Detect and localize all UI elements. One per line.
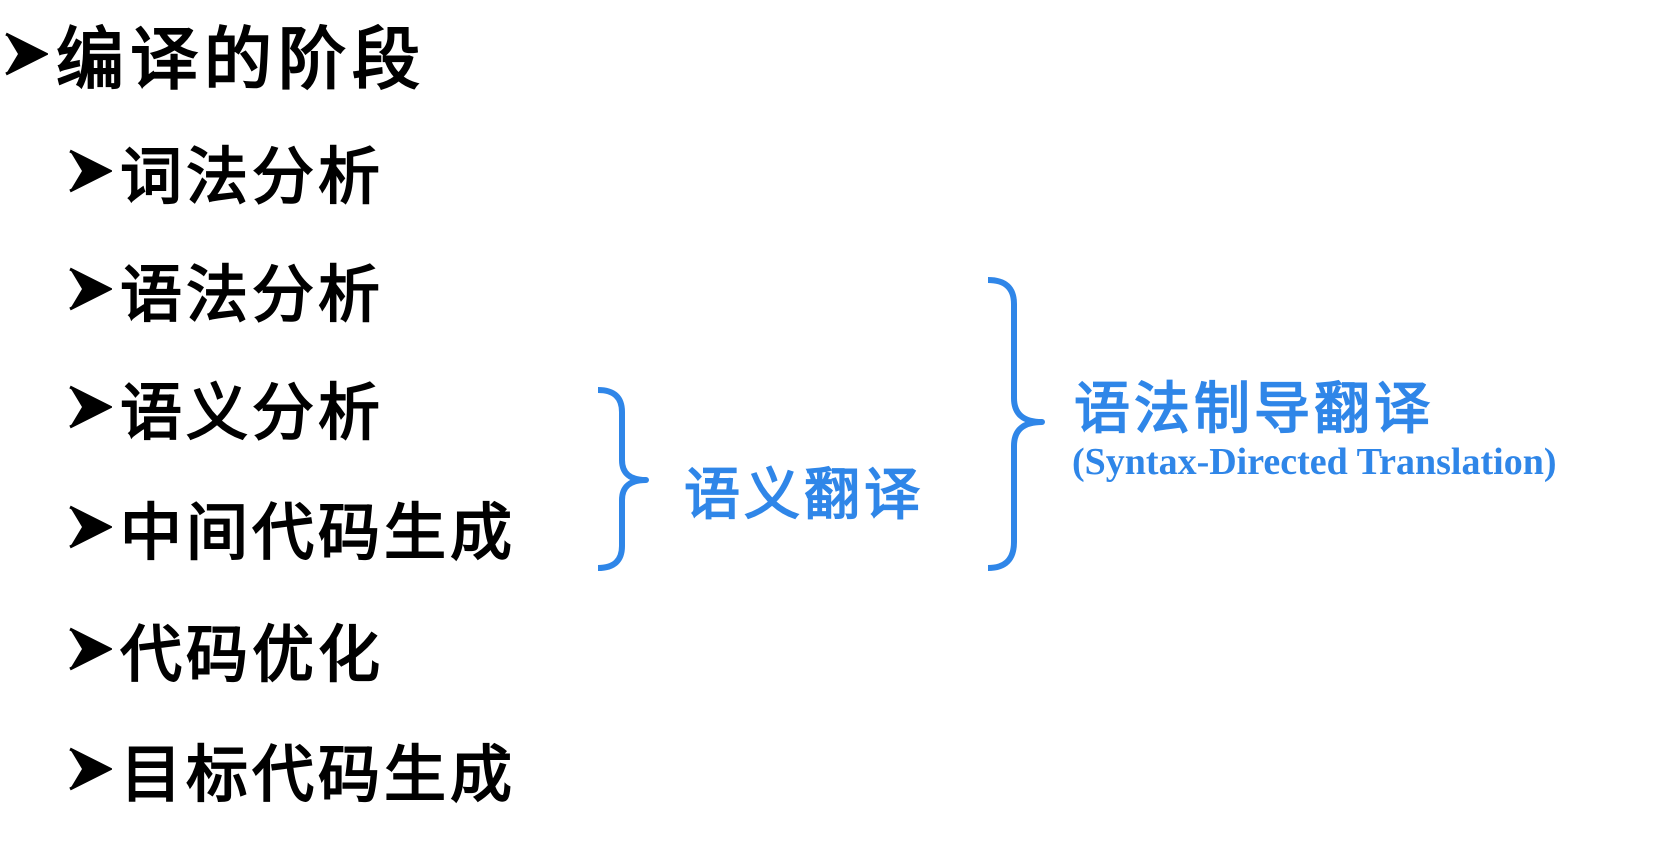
syntax-directed-translation-english: (Syntax-Directed Translation) bbox=[1072, 441, 1557, 483]
stage-item: 代码优化 bbox=[68, 604, 384, 694]
arrowhead-bullet-icon bbox=[68, 265, 112, 313]
stage-label: 语义分析 bbox=[120, 376, 385, 449]
section-title: 编译的阶段 bbox=[4, 4, 426, 103]
right-curly-brace-icon bbox=[597, 387, 649, 571]
arrowhead-bullet-icon bbox=[68, 503, 112, 551]
right-curly-brace-icon bbox=[987, 277, 1045, 571]
arrowhead-bullet-icon bbox=[68, 625, 112, 673]
arrowhead-bullet-icon bbox=[4, 30, 48, 78]
semantic-translation-label: 语义翻译 bbox=[684, 462, 924, 528]
arrowhead-bullet-icon bbox=[68, 745, 112, 793]
stage-item: 语法分析 bbox=[68, 244, 384, 334]
stage-label: 词法分析 bbox=[120, 140, 385, 213]
stage-label: 代码优化 bbox=[120, 618, 385, 691]
section-title-text: 编译的阶段 bbox=[56, 20, 427, 100]
arrowhead-bullet-icon bbox=[68, 147, 112, 195]
stage-label: 语法分析 bbox=[120, 258, 385, 331]
arrowhead-bullet-icon bbox=[68, 383, 112, 431]
stage-item: 词法分析 bbox=[68, 126, 384, 216]
stage-label: 中间代码生成 bbox=[120, 496, 517, 569]
stage-label: 目标代码生成 bbox=[120, 738, 517, 811]
syntax-directed-translation-label: 语法制导翻译 bbox=[1074, 376, 1434, 442]
stage-item: 目标代码生成 bbox=[68, 724, 516, 814]
stage-item: 语义分析 bbox=[68, 362, 384, 452]
stage-item: 中间代码生成 bbox=[68, 482, 516, 572]
